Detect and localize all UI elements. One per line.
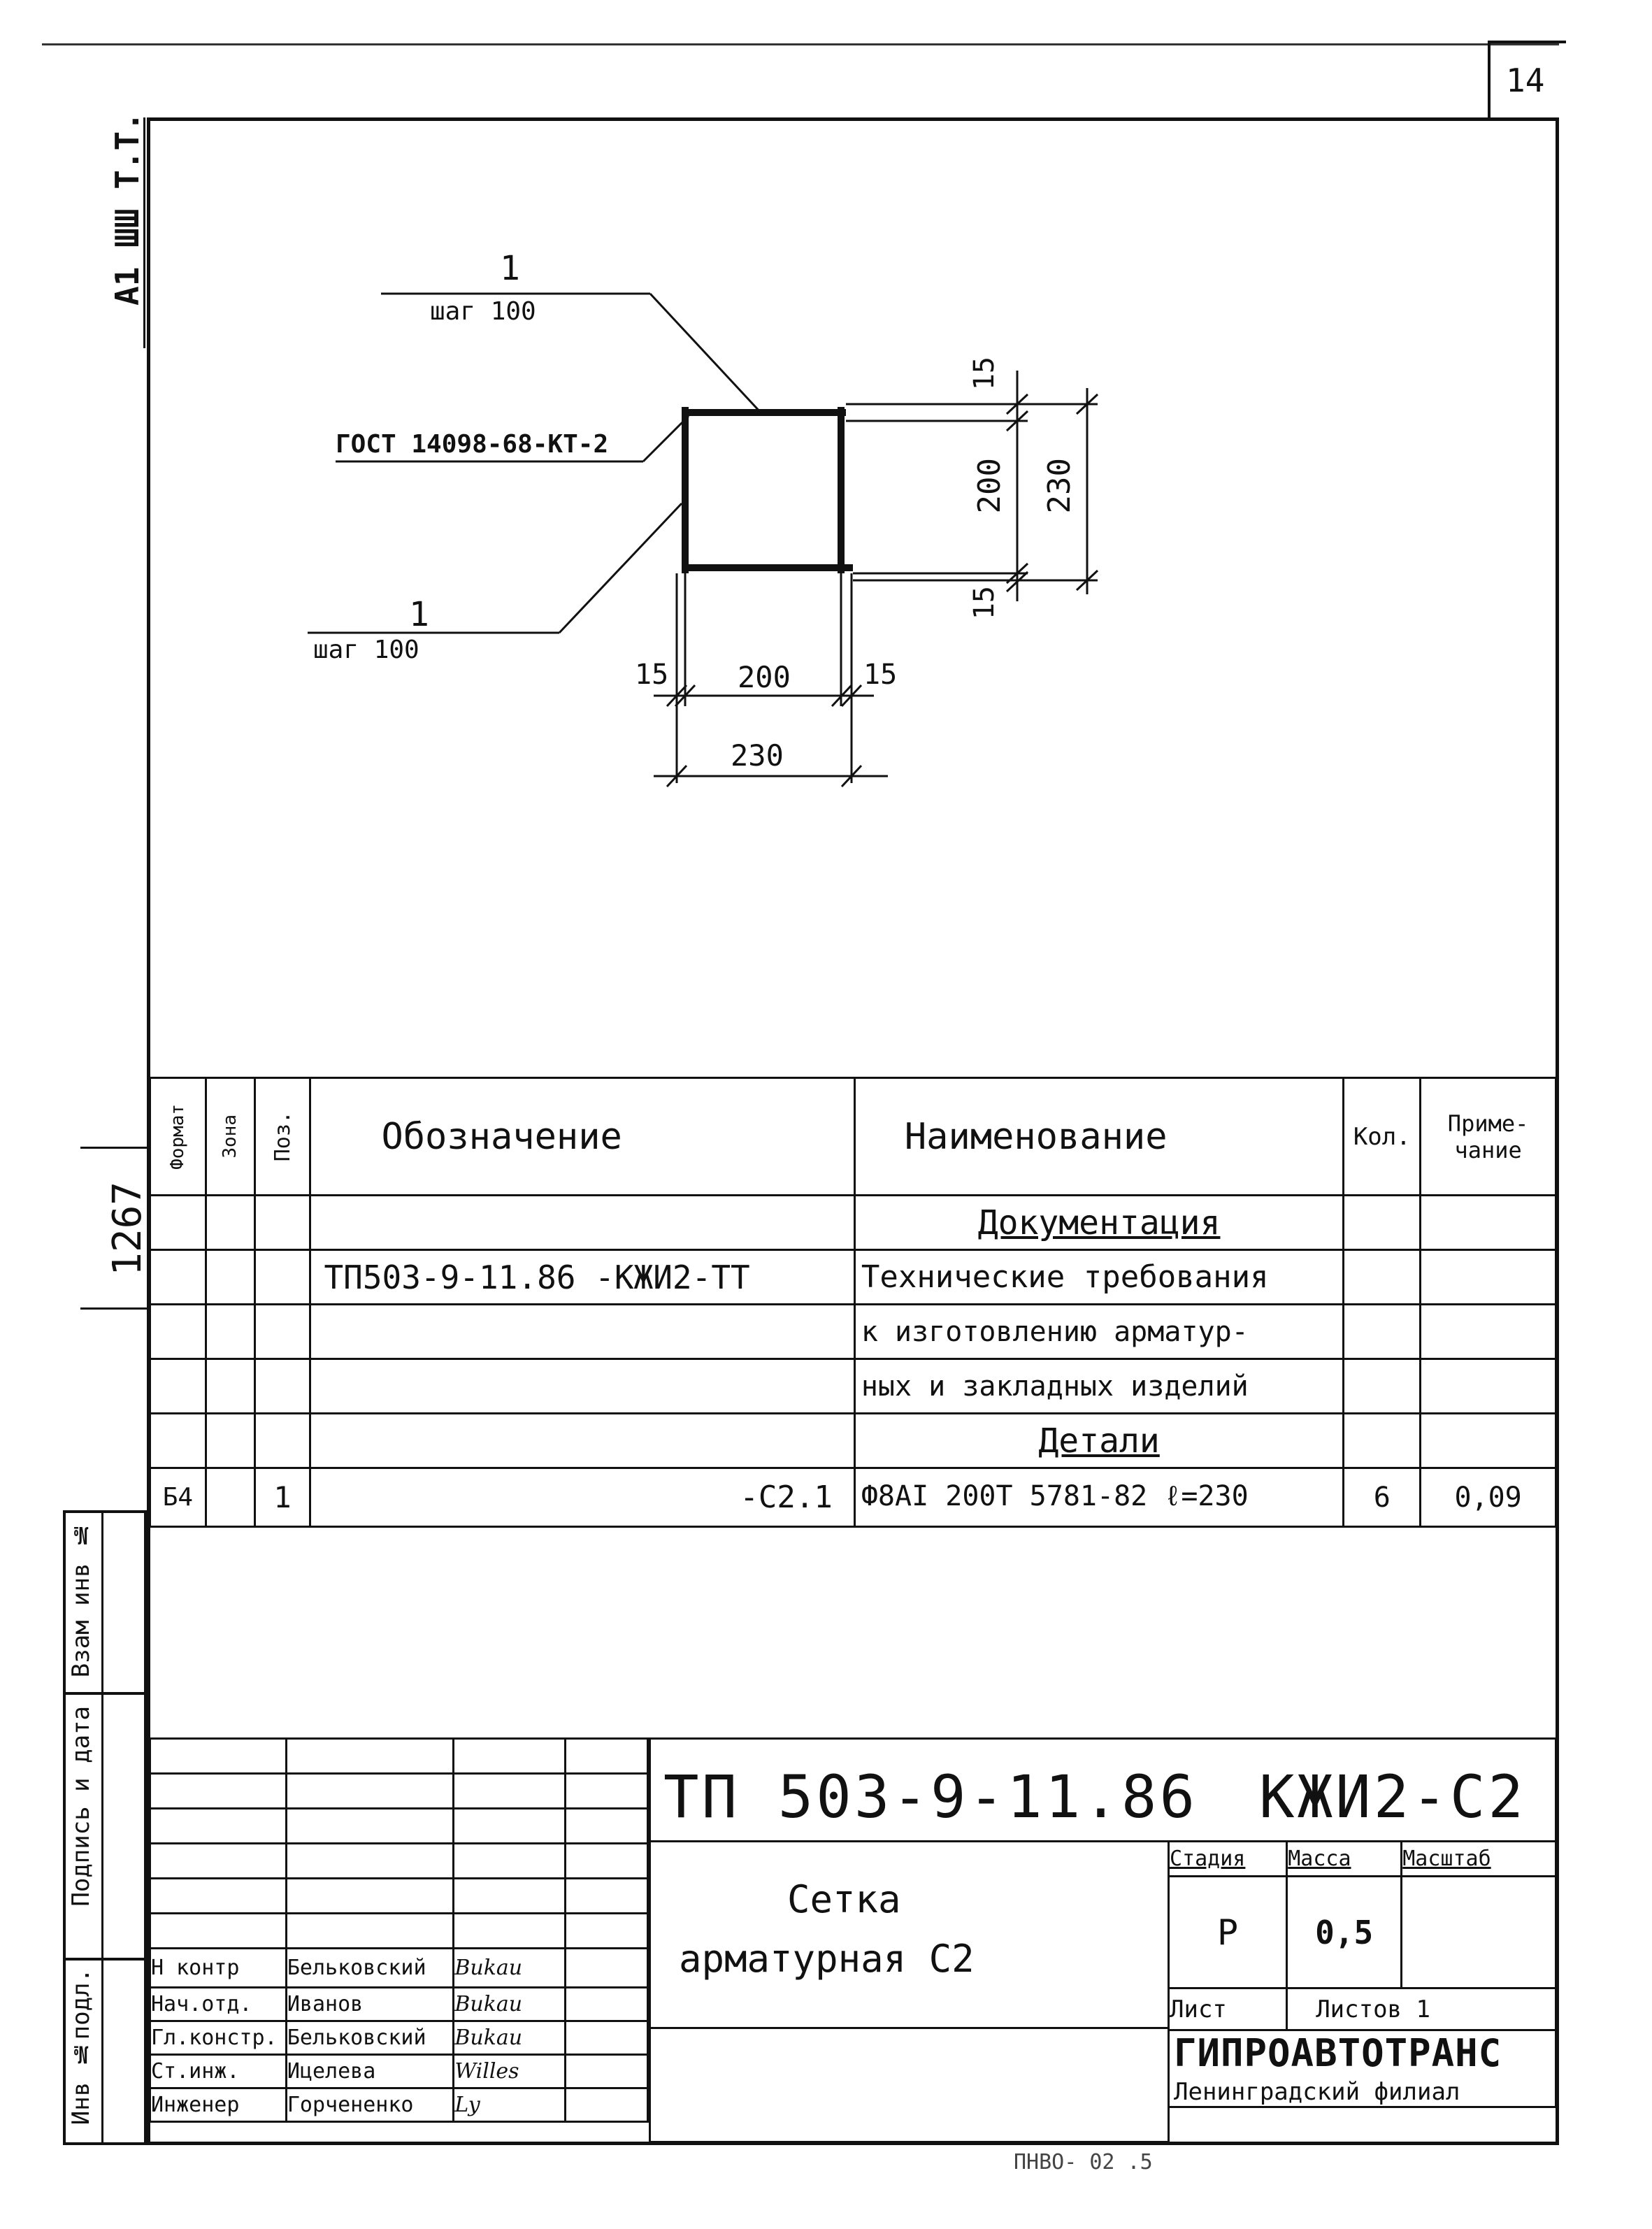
signer-row-2: Гл.констр. Бельковский Bukau [149,2020,649,2056]
blank-box [649,2027,1170,2143]
leader-bottom-step: шаг 100 [313,636,419,664]
scale-value [1400,1875,1557,1989]
signer-row-1: Нач.отд. Иванов Bukau [149,1986,649,2022]
section-details: Детали [853,1412,1345,1469]
signer-row-0: Н контр Бельковский Bukau [149,1947,649,1988]
doc-code: ТП 503-9-11.86 [663,1763,1198,1831]
signer-role: Н контр [149,1947,287,1988]
row1-designation: ТП503-9-11.86 -КЖИ2-ТТ [309,1249,856,1305]
signer-role: Инженер [149,2087,287,2123]
scale-label: Масштаб [1400,1840,1557,1877]
signer-role: Нач.отд. [149,1986,287,2022]
signer-row-3: Ст.инж. Ицелева Willes [149,2054,649,2089]
leader-top-step: шаг 100 [430,297,536,326]
spec-row-4: Детали [149,1412,1557,1469]
side-inv-number: 1267 [105,1182,150,1276]
row1-name: Технические требования [853,1249,1345,1305]
doc-code-box: ТП 503-9-11.86 КЖИ2-С2 [649,1737,1557,1842]
sheets-label: Листов 1 [1286,1987,1557,2031]
sheet-top-line [42,43,1559,45]
header-pos: Поз. [253,1077,312,1196]
signer-name: Бельковский [285,1947,455,1988]
side-strip-box [63,1510,147,2145]
side-strip-div2 [63,1958,147,1961]
header-designation: Обозначение [309,1077,856,1196]
stage-label: Стадия [1167,1840,1288,1877]
spec-row-2: к изготовлению арматур- [149,1303,1557,1360]
side-label-vzam: Взам инв № [67,1521,95,1678]
dim-200-vertical: 200 [972,458,1007,514]
org-branch: Ленинградский филиал [1174,2078,1460,2106]
side-label-inv-podl: Инв №подл. [67,1968,95,2126]
row5-pos: 1 [253,1467,312,1528]
side-strip-vdiv [101,1510,103,2145]
row5-format: Б4 [149,1467,207,1528]
signature-grid: Н контр Бельковский Bukau Нач.отд. Ивано… [149,1737,649,2123]
mass-value: 0,5 [1286,1875,1403,1989]
spec-row-5: Б4 1 -С2.1 Ф8АI 200Т 5781-82 ℓ=230 6 0,0… [149,1467,1557,1528]
header-format: Формат [149,1077,207,1196]
side-inv-line-2 [80,1307,147,1310]
side-label-sign-date: Подпись и дата [67,1706,95,1907]
title-line1: Сетка [787,1877,901,1921]
signer-sign: Bukau [452,1947,566,1988]
signer-sign: Ly [452,2087,566,2123]
row3-name: ных и закладных изделий [853,1358,1345,1414]
dim-200-horizontal: 200 [738,660,791,694]
row5-name: Ф8АI 200Т 5781-82 ℓ=230 [853,1467,1345,1528]
sheet-number: 14 [1506,62,1545,99]
spec-row-0: Документация [149,1194,1557,1251]
signer-sign: Bukau [452,2020,566,2056]
doc-mark: КЖИ2-С2 [1259,1763,1527,1831]
dim-top-15: 15 [968,357,1000,391]
org-cell: ГИПРОАВТОТРАНС Ленинградский филиал [1168,2029,1557,2108]
dim-right-15: 15 [863,659,898,691]
signer-name: Бельковский [285,2020,455,2056]
sheet-number-box: 14 [1488,41,1566,117]
side-label-top-line [143,117,145,348]
leader-bottom-pos: 1 [409,595,429,634]
row5-note: 0,09 [1419,1467,1557,1528]
row5-qty: 6 [1342,1467,1422,1528]
header-name: Наименование [853,1077,1345,1196]
spec-row-3: ных и закладных изделий [149,1358,1557,1414]
stage-value: Р [1167,1875,1288,1989]
header-qty: Кол. [1342,1077,1422,1196]
row2-name: к изготовлению арматур- [853,1303,1345,1360]
signer-name: Ицелева [285,2054,455,2089]
signer-name: Иванов [285,1986,455,2022]
mass-label: Масса [1286,1840,1403,1877]
leader-top-pos: 1 [500,249,520,288]
title-block: Н контр Бельковский Bukau Нач.отд. Ивано… [149,1737,1557,2143]
org-name: ГИПРОАВТОТРАНС [1174,2031,1502,2075]
dim-left-15: 15 [635,659,669,691]
dim-230-horizontal: 230 [731,738,784,773]
mesh-drawing [308,292,1099,788]
header-note: Приме-чание [1419,1077,1557,1196]
spec-table: Формат Зона Поз. Обозначение Наименовани… [149,1077,1557,1528]
title-box: Сетка арматурная С2 [649,1840,1170,2029]
spec-row-1: ТП503-9-11.86 -КЖИ2-ТТ Технические требо… [149,1249,1557,1305]
signer-role: Гл.констр. [149,2020,287,2056]
signer-row-4: Инженер Горчененко Ly [149,2087,649,2123]
drawing-frame [147,117,1559,2145]
row5-designation: -С2.1 [309,1467,856,1528]
spec-header-row: Формат Зона Поз. Обозначение Наименовани… [149,1077,1557,1196]
sheet-label: Лист [1167,1987,1288,2031]
leader-gost: ГОСТ 14098-68-КТ-2 [336,430,609,459]
title-line2: арматурная С2 [679,1937,975,1981]
signer-sign: Bukau [452,1986,566,2022]
signer-sign: Willes [452,2054,566,2089]
signer-name: Горчененко [285,2087,455,2123]
side-inv-line [80,1147,147,1149]
header-zone: Зона [204,1077,256,1196]
stage-table: Стадия Масса Масштаб Р 0,5 Лист Листов 1… [1167,1840,1557,2108]
section-documentation: Документация [853,1194,1345,1251]
bottom-fragment: ПНВО- 02 .5 [1014,2150,1153,2174]
dim-230-vertical: 230 [1042,458,1077,514]
side-strip-div1 [63,1692,147,1695]
signer-role: Ст.инж. [149,2054,287,2089]
dim-bottom-15: 15 [968,586,1000,620]
